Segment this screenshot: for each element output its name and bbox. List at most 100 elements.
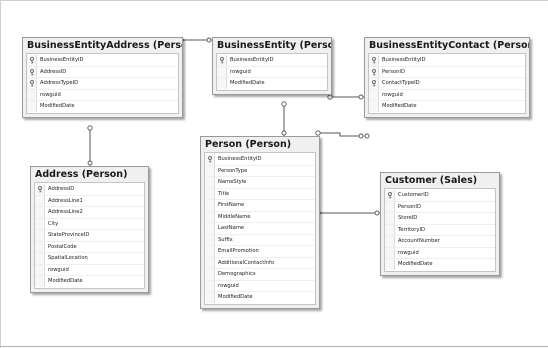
row-selector[interactable] [205,200,215,211]
column-row[interactable]: PersonID [369,66,525,78]
row-selector[interactable] [369,101,379,112]
column-row[interactable]: Suffix [205,234,315,246]
row-selector[interactable] [35,207,45,218]
table-title[interactable]: BusinessEntityContact (Person) [369,40,529,51]
column-row[interactable]: BusinessEntityID [217,55,327,67]
column-row[interactable]: PersonID [385,201,495,213]
column-row[interactable]: rowguid [369,89,525,101]
row-selector[interactable] [205,177,215,188]
link-cust-person[interactable] [315,210,386,216]
column-row[interactable]: PostalCode [35,241,144,253]
column-row[interactable]: rowguid [205,280,315,292]
column-row[interactable]: EmailPromotion [205,246,315,258]
row-selector[interactable] [205,292,215,303]
row-selector[interactable] [35,230,45,241]
column-row[interactable]: AddressLine2 [35,207,144,219]
column-row[interactable]: LastName [205,223,315,235]
column-row[interactable]: BusinessEntityID [369,55,525,67]
column-row[interactable]: TerritoryID [385,224,495,236]
column-row[interactable]: AddressTypeID [27,78,178,90]
row-selector[interactable] [35,241,45,252]
column-name: rowguid [230,68,251,75]
table-business-entity[interactable]: BusinessEntity (Person) BusinessEntityID… [212,37,332,95]
row-selector[interactable] [27,89,37,100]
column-row[interactable]: CustomerID [385,190,495,202]
column-row[interactable]: City [35,218,144,230]
link-bec-person[interactable] [315,130,370,139]
row-selector[interactable] [205,269,215,280]
column-row[interactable]: MiddleName [205,211,315,223]
column-row[interactable]: rowguid [35,264,144,276]
row-selector[interactable] [35,264,45,275]
row-selector[interactable] [205,188,215,199]
row-selector[interactable] [385,224,395,235]
column-row[interactable]: rowguid [385,247,495,259]
column-row[interactable]: NameStyle [205,177,315,189]
column-row[interactable]: AddressLine1 [35,195,144,207]
link-bea-addr[interactable] [87,125,93,172]
column-row[interactable]: ModifiedDate [35,276,144,287]
column-row[interactable]: ContactTypeID [369,78,525,90]
row-selector[interactable] [205,211,215,222]
column-row[interactable]: FirstName [205,200,315,212]
row-selector[interactable] [35,253,45,264]
column-row[interactable]: BusinessEntityID [205,154,315,166]
column-row[interactable]: ModifiedDate [27,101,178,112]
column-row[interactable]: AdditionalContactInfo [205,257,315,269]
column-row[interactable]: ModifiedDate [385,259,495,270]
column-row[interactable]: PersonType [205,165,315,177]
column-row[interactable]: AddressID [35,184,144,196]
row-selector[interactable] [205,280,215,291]
table-business-entity-contact[interactable]: BusinessEntityContact (Person) BusinessE… [364,37,530,118]
row-selector[interactable] [217,78,227,89]
column-row[interactable]: Demographics [205,269,315,281]
column-name: ModifiedDate [230,80,265,86]
row-selector[interactable] [385,213,395,224]
table-title[interactable]: BusinessEntity (Person) [217,40,331,51]
row-selector[interactable] [369,89,379,100]
key-icon [220,57,224,64]
row-selector[interactable] [35,195,45,206]
link-bec-be[interactable] [327,94,370,100]
column-name: PersonID [382,68,405,75]
row-selector[interactable] [385,247,395,258]
row-selector[interactable] [385,259,395,270]
row-selector[interactable] [205,165,215,176]
column-row[interactable]: AddressID [27,66,178,78]
column-row[interactable]: BusinessEntityID [27,55,178,67]
column-row[interactable]: rowguid [217,66,327,78]
row-selector[interactable] [205,257,215,268]
row-selector[interactable] [385,201,395,212]
row-selector[interactable] [35,218,45,229]
row-selector[interactable] [35,276,45,287]
column-row[interactable]: ModifiedDate [205,292,315,303]
column-row[interactable]: Title [205,188,315,200]
row-selector[interactable] [205,246,215,257]
row-selector[interactable] [385,236,395,247]
row-selector[interactable] [205,234,215,245]
column-name: AccountNumber [398,238,440,244]
column-row[interactable]: ModifiedDate [217,78,327,89]
column-row[interactable]: rowguid [27,89,178,101]
row-selector[interactable] [27,101,37,112]
table-title[interactable]: BusinessEntityAddress (Person) [27,40,182,51]
table-business-entity-address[interactable]: BusinessEntityAddress (Person) BusinessE… [22,37,183,118]
column-row[interactable]: StoreID [385,213,495,225]
key-icon [30,68,34,76]
table-title[interactable]: Address (Person) [35,169,128,180]
column-row[interactable]: SpatialLocation [35,253,144,265]
table-title[interactable]: Customer (Sales) [385,175,478,186]
table-title[interactable]: Person (Person) [205,139,292,150]
key-icon [388,192,392,199]
row-selector[interactable] [205,223,215,234]
column-row[interactable]: AccountNumber [385,236,495,248]
column-row[interactable]: ModifiedDate [369,101,525,112]
column-name: rowguid [398,249,419,256]
row-selector[interactable] [217,66,227,77]
column-row[interactable]: StateProvinceID [35,230,144,242]
